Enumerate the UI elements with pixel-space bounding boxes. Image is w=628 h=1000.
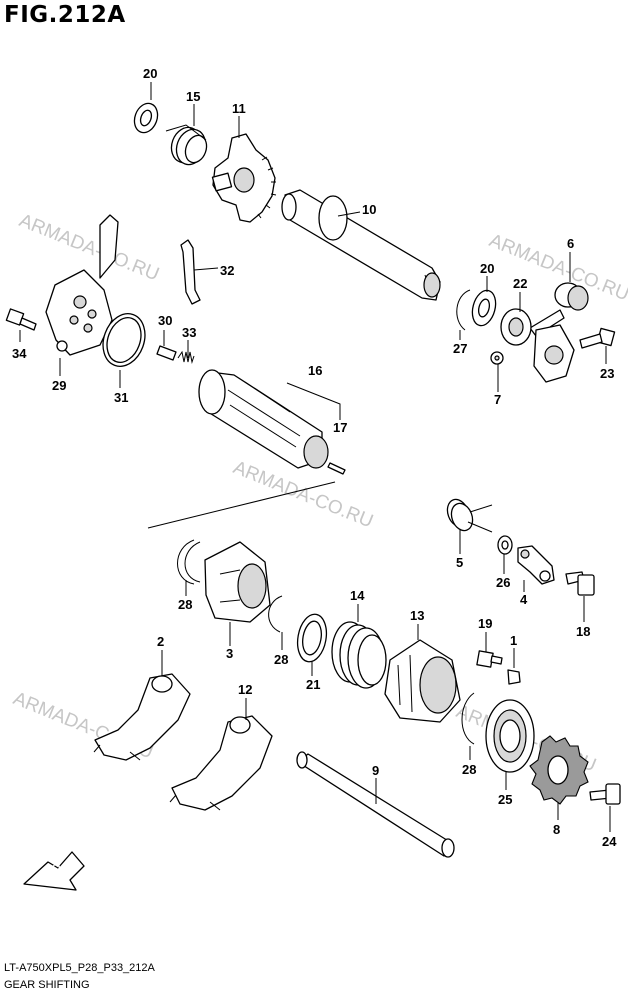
part-3-cam (204, 541, 271, 623)
part-2-shift-fork (93, 673, 191, 761)
callout-7: 7 (494, 392, 501, 407)
part-17-pin (327, 462, 346, 475)
part-21-washer (296, 613, 328, 663)
part-30-pin (156, 345, 177, 361)
callout-11: 11 (232, 101, 246, 116)
callout-2: 2 (157, 634, 164, 649)
figure-description: GEAR SHIFTING (4, 979, 90, 991)
callout-9: 9 (372, 763, 379, 778)
part-16-cam-drum (198, 369, 329, 469)
callout-20: 20 (480, 261, 494, 276)
callout-33: 33 (182, 325, 196, 340)
callout-23: 23 (600, 366, 614, 381)
part-10-shift-shaft (281, 189, 441, 301)
callout-19: 19 (478, 616, 492, 631)
callout-13: 13 (410, 608, 424, 623)
part-32-clip (180, 239, 201, 305)
fwd-arrow-icon: FWD (23, 851, 85, 891)
part-18-bolt (565, 571, 595, 596)
callout-28: 28 (462, 762, 476, 777)
callout-21: 21 (306, 677, 320, 692)
part-20-washer (133, 102, 159, 134)
callout-5: 5 (456, 555, 463, 570)
callout-28: 28 (274, 652, 288, 667)
part-12-shift-fork (169, 715, 273, 811)
part-34-bolt (5, 308, 37, 331)
part-24-bolt (589, 783, 621, 805)
part-23-bolt (579, 327, 616, 349)
part-1-nut (507, 669, 521, 685)
callout-3: 3 (226, 646, 233, 661)
part-4-stopper (517, 545, 555, 585)
callout-30: 30 (158, 313, 172, 328)
part-9-fork-shaft (296, 751, 455, 858)
callout-31: 31 (114, 390, 128, 405)
callout-18: 18 (576, 624, 590, 639)
callout-28: 28 (178, 597, 192, 612)
part-20-washer (471, 289, 497, 327)
callout-27: 27 (453, 341, 467, 356)
part-25-bearing (485, 699, 535, 773)
leader-lines (19, 82, 611, 832)
part-31-o-ring (102, 313, 146, 367)
callout-15: 15 (186, 89, 200, 104)
model-code: LT-A750XPL5_P28_P33_212A (4, 962, 155, 974)
part-27-circlip (456, 289, 471, 331)
callout-26: 26 (496, 575, 510, 590)
figure-title: FIG.212A (4, 2, 126, 28)
part-33-spring (177, 350, 195, 364)
part-11-shift-plate (211, 133, 277, 223)
callout-6: 6 (567, 236, 574, 251)
part-6-shift-arm (529, 282, 589, 383)
part-28-circlip (461, 692, 475, 745)
callout-17: 17 (333, 420, 347, 435)
callout-12: 12 (238, 682, 252, 697)
callout-10: 10 (362, 202, 376, 217)
watermark: ARMADA-CO.RU (16, 210, 162, 285)
part-15-spring (165, 124, 208, 166)
callout-29: 29 (52, 378, 66, 393)
part-26-washer (497, 535, 513, 555)
part-29-cover (45, 214, 119, 356)
part-8-star-gear (529, 735, 589, 805)
part-5-spring (446, 498, 493, 533)
callout-34: 34 (12, 346, 27, 361)
part-28-circlip (177, 539, 201, 585)
callout-8: 8 (553, 822, 560, 837)
part-7-washer (490, 351, 504, 365)
callout-32: 32 (220, 263, 234, 278)
part-22-seal (500, 308, 532, 346)
callout-24: 24 (602, 834, 617, 849)
watermark: ARMADA-CO.RU (230, 457, 376, 532)
callout-14: 14 (350, 588, 365, 603)
callout-4: 4 (520, 592, 528, 607)
part-14-spring (331, 621, 387, 689)
part-19-bolt (476, 650, 503, 668)
part-28-circlip (268, 595, 283, 633)
callout-16: 16 (308, 363, 322, 378)
part-13-gear (384, 639, 461, 723)
callout-25: 25 (498, 792, 512, 807)
callout-1: 1 (510, 633, 517, 648)
callout-20: 20 (143, 66, 157, 81)
callout-22: 22 (513, 276, 527, 291)
